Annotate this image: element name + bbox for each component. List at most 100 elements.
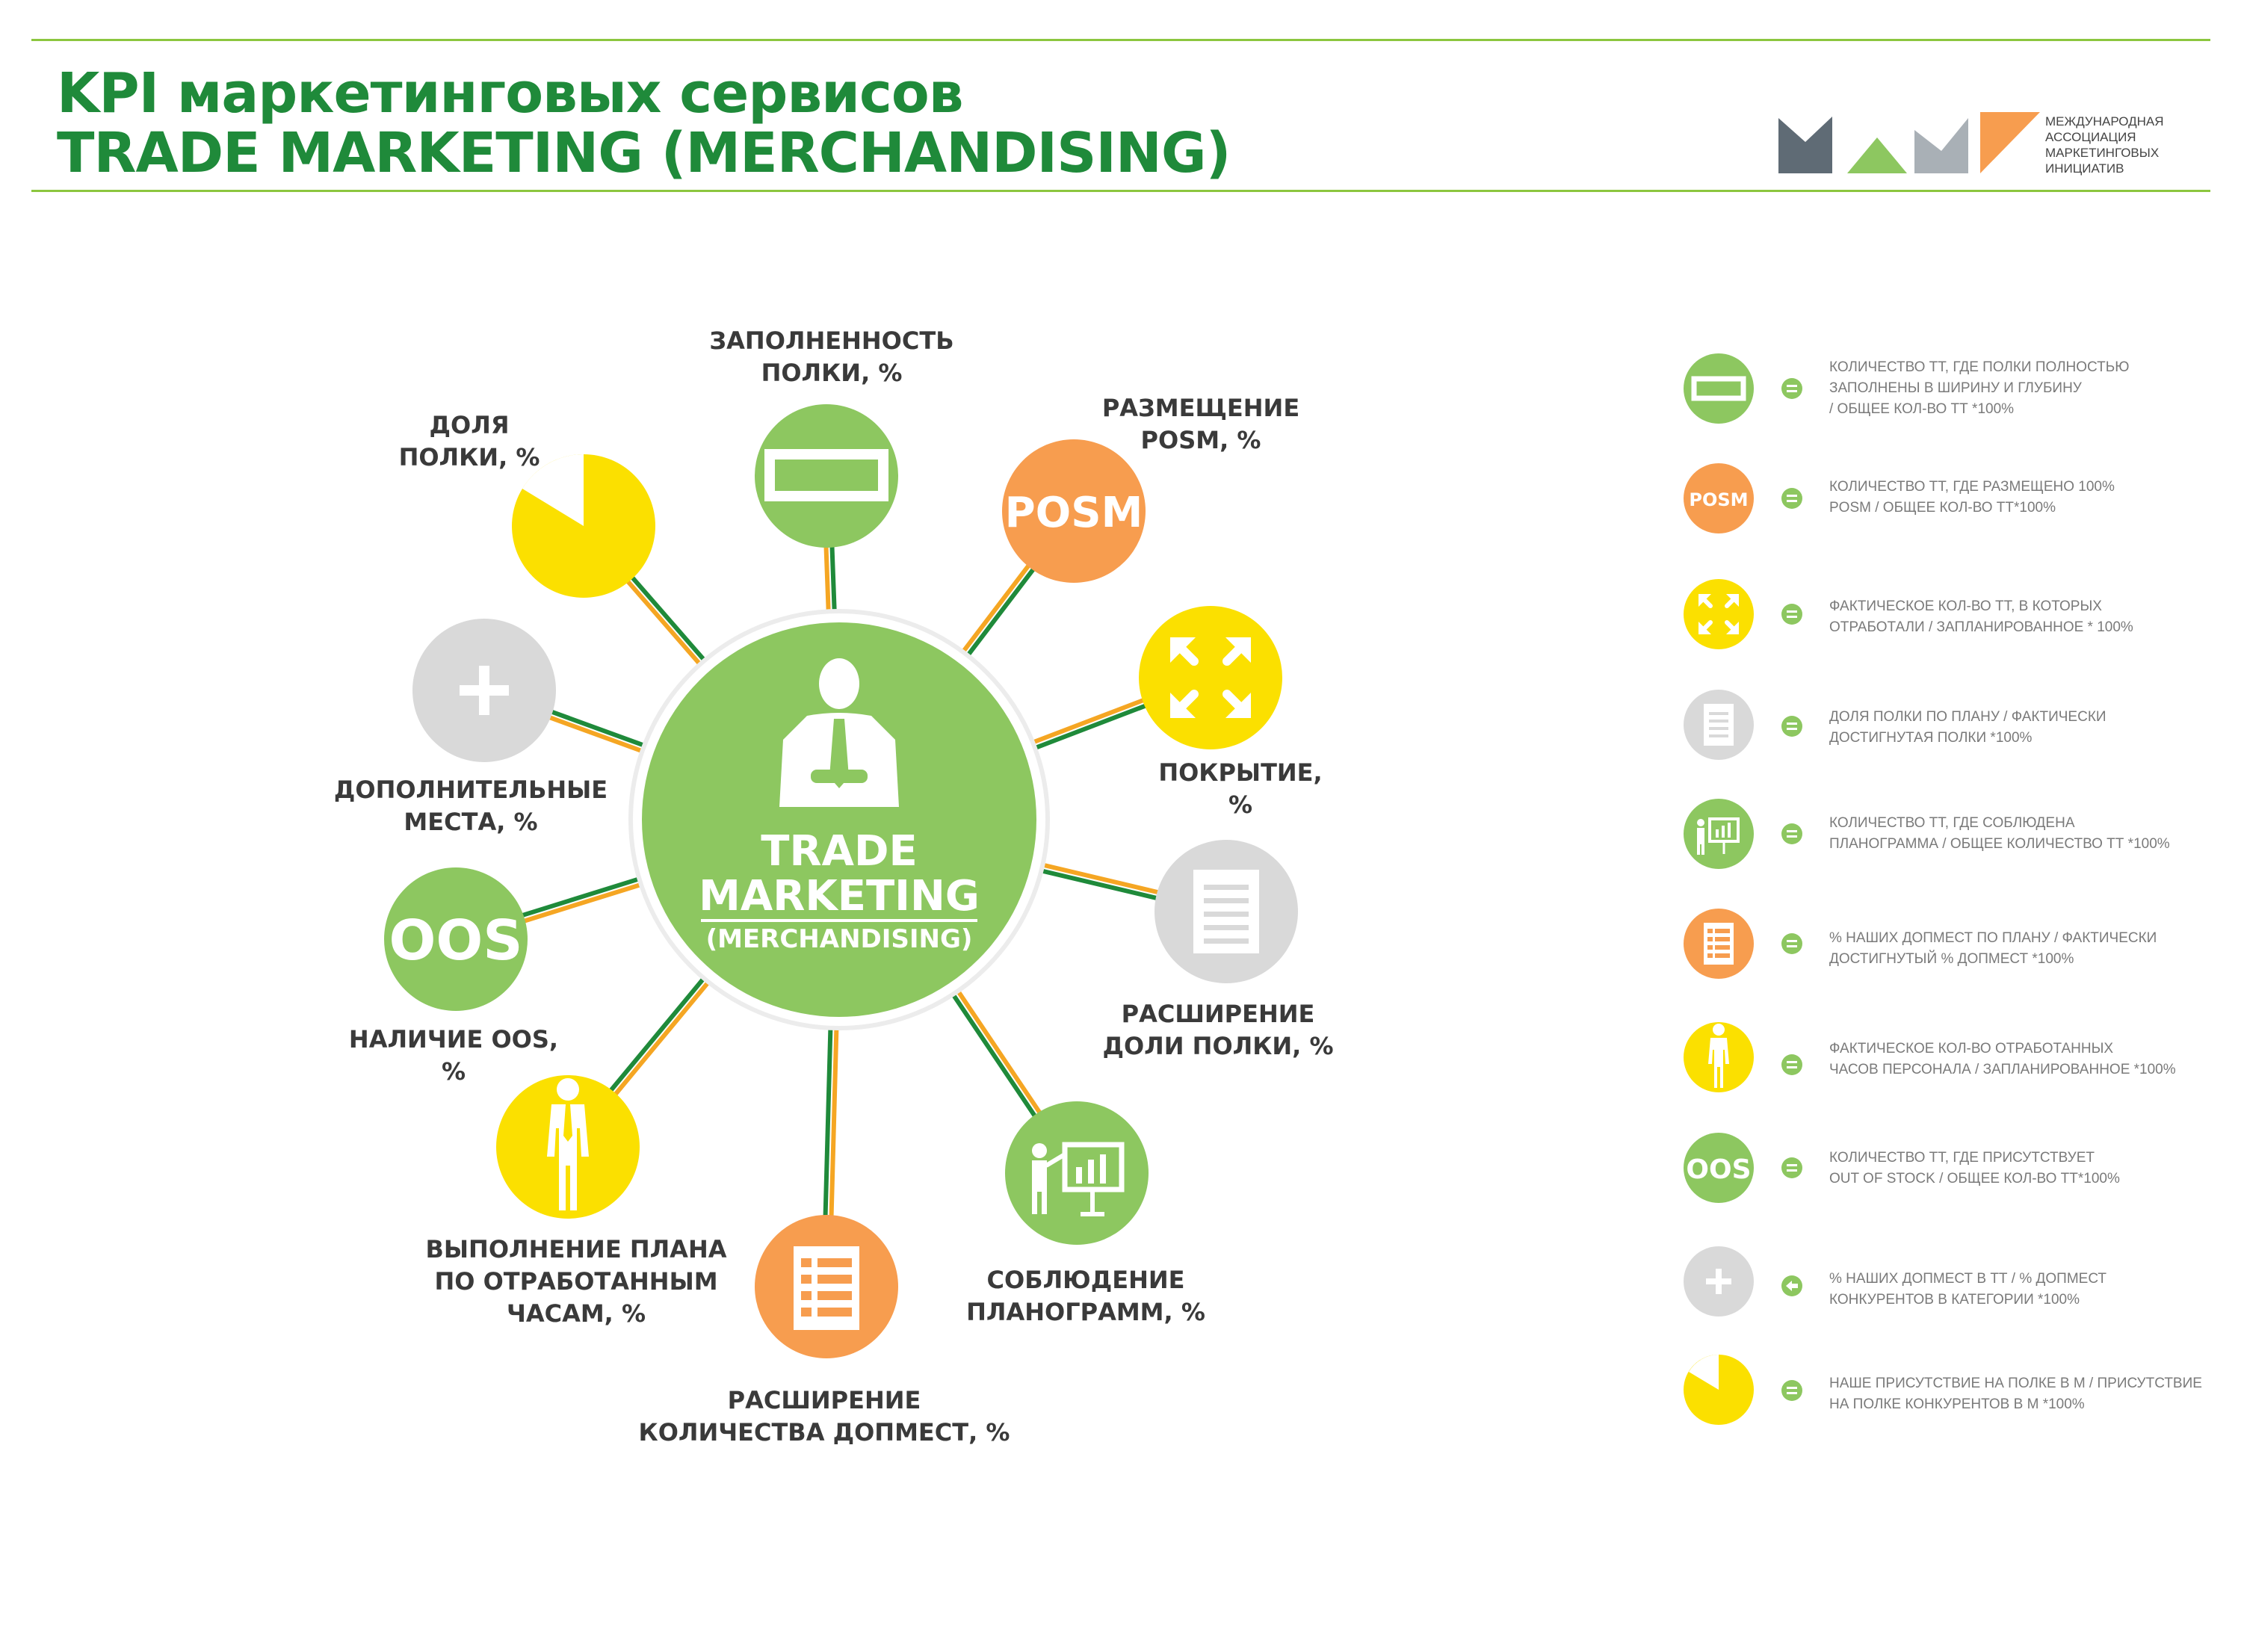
node-oos-label-1: НАЛИЧИЕ OOS, (349, 1025, 558, 1054)
document-icon (1704, 704, 1734, 746)
legend-text-10: Наше присутствие на полке в м / присутст… (1829, 1376, 2202, 1412)
connector-line-planogram (949, 979, 1042, 1115)
node-posm-label-2: POSM, % (1141, 426, 1261, 454)
top-rule (31, 39, 2210, 41)
plus-icon (1706, 1269, 1731, 1294)
logo-m-shape-1 (1778, 117, 1832, 173)
connector-line-posm (958, 567, 1036, 667)
node-shelf-fill-circle (755, 404, 898, 548)
equals-icon (1781, 716, 1802, 737)
node-posm-label-1: РАЗМЕЩЕНИЕ (1102, 394, 1299, 422)
node-shelf-fill: ЗАПОЛНЕННОСТЬ ПОЛКИ, % (709, 327, 954, 548)
logo-m-shape-2 (1914, 118, 1968, 173)
plus-icon (460, 666, 509, 715)
equals-icon (1781, 933, 1802, 954)
node-coverage-label-2: % (1228, 791, 1252, 819)
legend-icons: POSM (1684, 353, 1754, 1425)
oos-icon: OOS (389, 909, 522, 973)
center-line3: (MERCHANDISING) (706, 924, 973, 954)
posm-icon: POSM (1005, 489, 1143, 537)
equals-icon (1781, 823, 1802, 844)
connector-line-oos (523, 878, 654, 924)
node-posm-circle (1002, 439, 1146, 583)
node-shelf-share-label-2: ПОЛКИ, % (399, 443, 540, 471)
connector-line-extra-places (550, 709, 658, 752)
legend-equals-bullets (1781, 378, 1802, 1401)
left-arrow-bullet-icon (1781, 1275, 1802, 1296)
center-hub: TRADE MARKETING (MERCHANDISING) (628, 609, 1050, 1030)
oos-icon: OOS (1686, 1154, 1751, 1185)
equals-icon (1781, 604, 1802, 625)
connector-line-extra-places (548, 715, 655, 758)
node-shelf-share: ДОЛЯ ПОЛКИ, % (399, 411, 655, 598)
logo-i-shape (1980, 112, 2040, 173)
businessman-icon (779, 658, 899, 807)
node-hours-plan-label-3: ЧАСАМ, % (507, 1299, 646, 1328)
logo-a-shape (1847, 137, 1907, 173)
legend-text-4: Доля полки по плану / фактически достигн… (1829, 709, 2106, 746)
node-oos: OOS НАЛИЧИЕ OOS, % (349, 867, 558, 1086)
node-coverage-label-1: ПОКРЫТИЕ, (1158, 758, 1322, 787)
node-shelf-fill-label-2: ПОЛКИ, % (761, 359, 903, 387)
node-shelf-share-expansion-label-2: ДОЛИ ПОЛКИ, % (1102, 1032, 1333, 1060)
connector-line-hours-plan (608, 967, 714, 1092)
page-title-line2: TRADE MARKETING (MERCHANDISING) (57, 121, 1231, 185)
node-shelf-share-label-1: ДОЛЯ (430, 411, 510, 439)
equals-icon (1781, 1380, 1802, 1401)
equals-icon (1781, 378, 1802, 399)
presentation-icon (1697, 817, 1740, 855)
node-hours-plan-label-2: ПО ОТРАБОТАННЫМ (434, 1267, 717, 1296)
center-line1: TRADE (761, 827, 917, 876)
node-coverage: ПОКРЫТИЕ, % (1139, 606, 1323, 819)
connector-line-coverage (1022, 703, 1147, 755)
shelf-rectangle-icon (764, 449, 888, 501)
legend-circle-1 (1684, 353, 1754, 424)
legend-text-8: Количество ТТ, где присутствует Out of s… (1829, 1150, 2120, 1187)
posm-icon: POSM (1689, 489, 1748, 510)
node-extra-places: ДОПОЛНИТЕЛЬНЫЕ МЕСТА, % (334, 619, 608, 836)
node-extra-places-expansion-label-1: РАСШИРЕНИЕ (728, 1386, 921, 1414)
shelf-rectangle-icon (1691, 376, 1746, 401)
legend-text-1: Количество ТТ, где полки полностью запол… (1829, 359, 2130, 417)
center-line2: MARKETING (699, 872, 980, 921)
person-icon (1708, 1024, 1729, 1088)
node-extra-places-expansion-label-2: КОЛИЧЕСТВА ДОПМЕСТ, % (639, 1418, 1010, 1447)
equals-icon (1781, 488, 1802, 509)
node-oos-label-2: % (442, 1057, 466, 1086)
node-planogram: СОБЛЮДЕНИЕ ПЛАНОГРАММ, % (966, 1101, 1205, 1326)
pie-slice-icon (1689, 1355, 1719, 1390)
node-posm: POSM РАЗМЕЩЕНИЕ POSM, % (1002, 394, 1299, 583)
node-extra-places-expansion: РАСШИРЕНИЕ КОЛИЧЕСТВА ДОПМЕСТ, % (639, 1215, 1010, 1447)
connector-line-extra-places-expansion (829, 1015, 839, 1217)
legend-text-5: Количество ТТ, где соблюдена планограмма… (1829, 815, 2170, 852)
legend-circle-3 (1684, 579, 1754, 649)
equals-icon (1781, 1157, 1802, 1178)
page-title-line1: KPI маркетинговых сервисов (57, 61, 964, 126)
node-planogram-label-1: СОБЛЮДЕНИЕ (987, 1266, 1185, 1294)
node-hours-plan-label-1: ВЫПОЛНЕНИЕ ПЛАНА (426, 1235, 727, 1263)
node-hours-plan: ВЫПОЛНЕНИЕ ПЛАНА ПО ОТРАБОТАННЫМ ЧАСАМ, … (426, 1075, 727, 1328)
equals-icon (1781, 1054, 1802, 1075)
list-icon (794, 1246, 859, 1330)
pie-slice-icon (522, 454, 584, 526)
presentation-icon (1032, 1142, 1125, 1216)
expand-arrows-icon (1698, 594, 1739, 634)
connector-line-planogram (944, 982, 1037, 1118)
connector-line-oos (521, 873, 652, 918)
node-extra-places-label-2: МЕСТА, % (404, 808, 537, 836)
expand-arrows-icon (1170, 637, 1251, 718)
connector-line-posm (953, 563, 1031, 663)
node-shelf-share-expansion: РАСШИРЕНИЕ ДОЛИ ПОЛКИ, % (1102, 840, 1334, 1060)
connector-line-shelf-share (625, 579, 711, 675)
legend-text-9: % наших допмест в ТТ / % допмест конкуре… (1829, 1271, 2107, 1308)
node-planogram-label-2: ПЛАНОГРАММ, % (966, 1298, 1205, 1326)
list-icon (1704, 923, 1734, 965)
legend-text-7: Фактическое кол-во отработанных часов пе… (1829, 1041, 2176, 1077)
header-bottom-rule (31, 190, 2210, 192)
connector-line-shelf-share-expansion (1028, 865, 1158, 901)
center-circle (642, 622, 1036, 1017)
logo-text: МЕЖДУНАРОДНАЯ АССОЦИАЦИЯ МАРКЕТИНГОВЫХ И… (2045, 114, 2164, 176)
connector-line-coverage (1020, 698, 1145, 749)
node-coverage-circle (1139, 606, 1282, 749)
